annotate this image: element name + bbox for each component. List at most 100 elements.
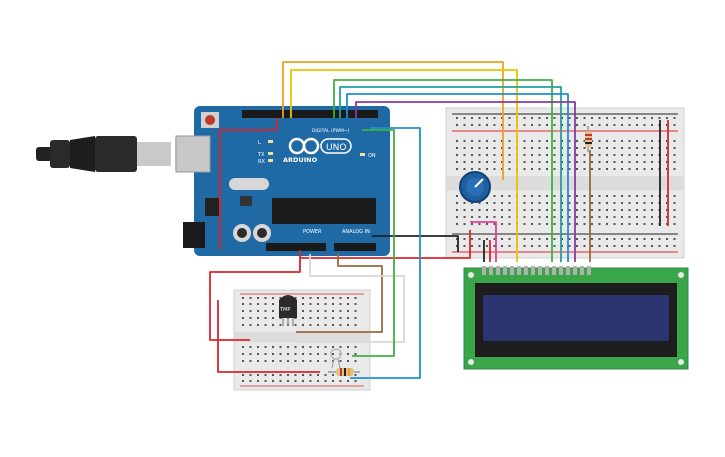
breadboard-hole <box>493 202 496 204</box>
breadboard-hole <box>493 168 496 170</box>
breadboard-hole <box>591 195 593 197</box>
breadboard-hole <box>606 238 608 240</box>
breadboard-hole <box>347 380 349 382</box>
breadboard-hole <box>302 346 304 348</box>
breadboard-hole <box>673 154 676 156</box>
breadboard-hole <box>249 346 252 348</box>
breadboard-hole <box>583 147 586 149</box>
breadboard-hole <box>279 380 282 382</box>
breadboard-hole <box>463 223 466 225</box>
breadboard-hole <box>643 209 646 211</box>
breadboard-hole <box>332 317 334 319</box>
breadboard-hole <box>628 147 631 149</box>
breadboard-hole <box>493 245 496 247</box>
breadboard-hole <box>354 324 357 326</box>
breadboard-hole <box>561 124 563 126</box>
breadboard-hole <box>606 168 608 170</box>
breadboard-hole <box>523 161 526 163</box>
lcd-pin <box>580 266 584 275</box>
breadboard-hole <box>456 117 458 119</box>
breadboard-hole <box>339 380 342 382</box>
breadboard-hole <box>242 374 244 376</box>
breadboard-hole <box>493 117 496 119</box>
breadboard-hole <box>613 245 616 247</box>
breadboard-hole <box>493 209 496 211</box>
breadboard-hole <box>242 380 244 382</box>
breadboard-hole <box>666 140 668 142</box>
breadboard-hole <box>463 238 466 240</box>
breadboard-hole <box>501 147 503 149</box>
breadboard-hole <box>501 154 503 156</box>
breadboard-hole <box>501 209 503 211</box>
breadboard-hole <box>673 117 676 119</box>
breadboard-hole <box>508 223 511 225</box>
breadboard-hole <box>538 154 541 156</box>
wires <box>209 61 669 379</box>
main-breadboard <box>445 107 685 259</box>
breadboard-hole <box>546 147 548 149</box>
breadboard-hole <box>613 154 616 156</box>
breadboard-hole <box>332 346 334 348</box>
breadboard-hole <box>561 168 563 170</box>
breadboard-hole <box>339 303 342 305</box>
breadboard-hole <box>546 195 548 197</box>
breadboard-hole <box>598 245 601 247</box>
breadboard-hole <box>621 124 623 126</box>
breadboard-hole <box>249 297 252 299</box>
breadboard-hole <box>347 346 349 348</box>
breadboard-hole <box>486 245 488 247</box>
breadboard-hole <box>561 209 563 211</box>
breadboard-hole <box>324 380 327 382</box>
breadboard-hole <box>508 161 511 163</box>
breadboard-hole <box>347 303 349 305</box>
tmp-sensor-icon: TMP <box>279 295 297 326</box>
breadboard-hole <box>471 147 473 149</box>
breadboard-hole <box>553 147 556 149</box>
breadboard-hole <box>456 154 458 156</box>
breadboard-hole <box>628 223 631 225</box>
breadboard-hole <box>272 297 274 299</box>
breadboard-hole <box>651 245 653 247</box>
breadboard-hole <box>249 360 252 362</box>
breadboard-hole <box>287 353 289 355</box>
breadboard-hole <box>606 195 608 197</box>
breadboard-hole <box>257 374 259 376</box>
breadboard-hole <box>628 161 631 163</box>
breadboard-hole <box>456 238 458 240</box>
lcd-pin <box>573 266 577 275</box>
breadboard-hole <box>339 360 342 362</box>
breadboard-hole <box>523 245 526 247</box>
breadboard-hole <box>471 216 473 218</box>
breadboard-hole <box>471 202 473 204</box>
breadboard-hole <box>651 168 653 170</box>
breadboard-hole <box>242 324 244 326</box>
breadboard-hole <box>523 209 526 211</box>
breadboard-hole <box>302 324 304 326</box>
lcd-pin <box>587 266 591 275</box>
breadboard-hole <box>294 360 297 362</box>
breadboard-hole <box>302 353 304 355</box>
breadboard-hole <box>264 353 267 355</box>
breadboard-hole <box>501 223 503 225</box>
breadboard-hole <box>583 238 586 240</box>
breadboard-hole <box>666 161 668 163</box>
breadboard-hole <box>501 245 503 247</box>
breadboard-hole <box>643 117 646 119</box>
breadboard-hole <box>486 161 488 163</box>
breadboard-hole <box>628 216 631 218</box>
breadboard-hole <box>613 195 616 197</box>
breadboard-hole <box>546 209 548 211</box>
breadboard-hole <box>628 245 631 247</box>
breadboard-hole <box>257 360 259 362</box>
breadboard-hole <box>538 223 541 225</box>
breadboard-hole <box>354 297 357 299</box>
breadboard-hole <box>531 202 533 204</box>
breadboard-hole <box>317 324 319 326</box>
breadboard-hole <box>591 168 593 170</box>
resistor-icon <box>328 368 360 376</box>
breadboard-hole <box>598 117 601 119</box>
breadboard-hole <box>538 216 541 218</box>
breadboard-hole <box>531 117 533 119</box>
breadboard-hole <box>598 124 601 126</box>
